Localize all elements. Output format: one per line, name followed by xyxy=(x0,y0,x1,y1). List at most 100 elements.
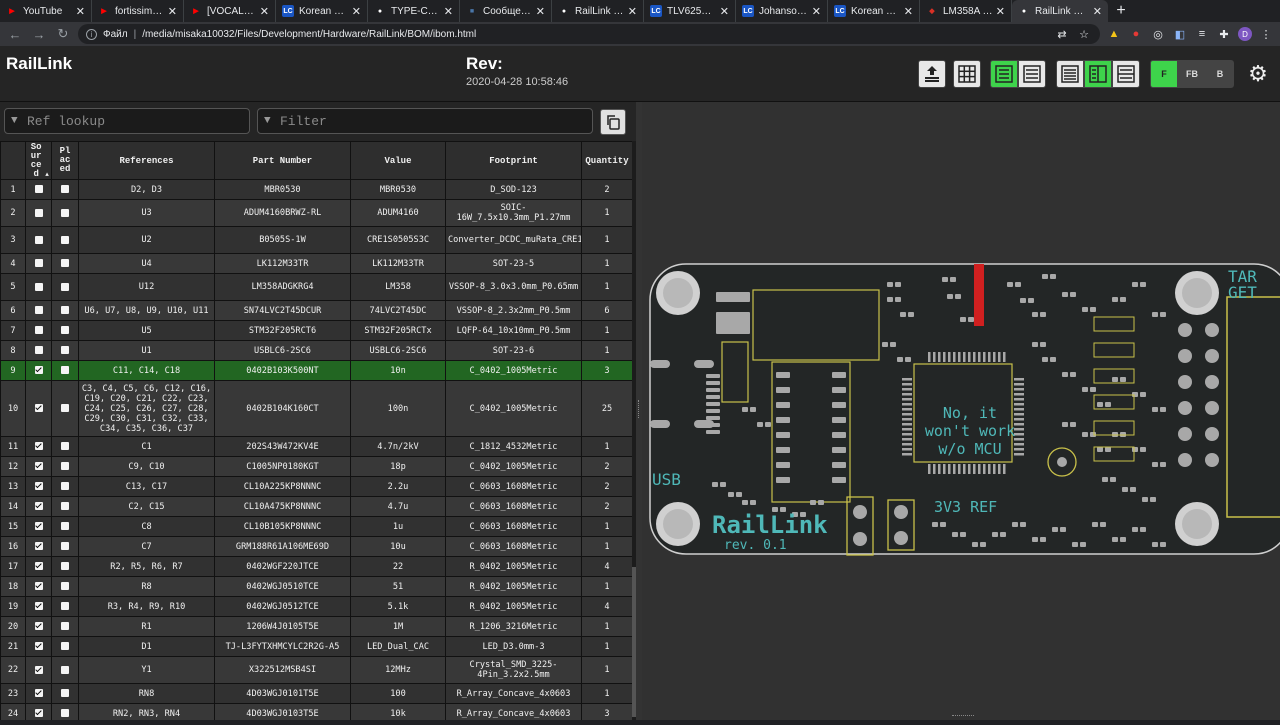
close-tab-icon[interactable]: ✕ xyxy=(443,5,453,18)
bom-top-button[interactable] xyxy=(1056,60,1084,88)
placed-checkbox[interactable] xyxy=(61,542,69,550)
sourced-checkbox[interactable] xyxy=(34,326,43,334)
close-tab-icon[interactable]: ✕ xyxy=(1092,5,1102,18)
sourced-checkbox[interactable] xyxy=(34,602,43,610)
sourced-checkbox[interactable] xyxy=(34,442,43,450)
bom-scrollbar-thumb[interactable] xyxy=(632,567,636,717)
sourced-checkbox[interactable] xyxy=(34,709,43,717)
browser-tab[interactable]: ●RailLink BOM✕ xyxy=(1012,0,1108,22)
panel-splitter[interactable] xyxy=(636,102,642,720)
browser-tab[interactable]: ▶[VOCALOID Ru✕ xyxy=(184,0,276,22)
reading-list-icon[interactable]: ≡ xyxy=(1198,28,1206,40)
close-tab-icon[interactable]: ✕ xyxy=(535,5,545,18)
sourced-checkbox[interactable] xyxy=(34,522,43,530)
extensions-puzzle-icon[interactable]: ✚ xyxy=(1219,28,1229,41)
sourced-checkbox[interactable] xyxy=(34,235,43,244)
sourced-checkbox[interactable] xyxy=(34,689,43,697)
dark-mode-button[interactable] xyxy=(918,60,946,88)
close-tab-icon[interactable]: ✕ xyxy=(75,5,85,18)
placed-checkbox[interactable] xyxy=(61,306,69,314)
avatar[interactable]: D xyxy=(1238,27,1252,41)
sourced-checkbox[interactable] xyxy=(34,665,43,674)
close-tab-icon[interactable]: ✕ xyxy=(903,5,913,18)
back-icon[interactable]: ← xyxy=(8,26,22,42)
extension-icon[interactable]: ● xyxy=(1132,28,1140,40)
placed-checkbox[interactable] xyxy=(61,185,69,193)
placed-checkbox[interactable] xyxy=(61,522,69,530)
sourced-checkbox[interactable] xyxy=(34,482,43,490)
sourced-checkbox[interactable] xyxy=(34,282,43,291)
column-header-footprint[interactable]: Footprint xyxy=(445,141,582,180)
sourced-checkbox[interactable] xyxy=(34,542,43,550)
sourced-checkbox[interactable] xyxy=(34,582,43,590)
placed-checkbox[interactable] xyxy=(61,665,69,674)
column-header-placed[interactable]: Placed xyxy=(51,141,79,180)
placed-checkbox[interactable] xyxy=(61,642,69,650)
browser-tab[interactable]: ◆LM358A data✕ xyxy=(920,0,1012,22)
copy-bom-button[interactable] xyxy=(600,109,626,135)
placed-checkbox[interactable] xyxy=(61,326,69,334)
sourced-checkbox[interactable] xyxy=(34,562,43,570)
bom-scrollbar[interactable] xyxy=(632,141,636,720)
placed-checkbox[interactable] xyxy=(61,235,69,244)
close-tab-icon[interactable]: ✕ xyxy=(351,5,361,18)
fb-stacked-button[interactable] xyxy=(1112,60,1140,88)
column-header-sourced[interactable]: Sourced▲ xyxy=(25,141,52,180)
front-layer-button[interactable]: F xyxy=(1150,60,1178,88)
grid-view-button[interactable] xyxy=(953,60,981,88)
sourced-checkbox[interactable] xyxy=(34,502,43,510)
translate-icon[interactable]: ⇄ xyxy=(1057,28,1067,41)
sourced-checkbox[interactable] xyxy=(34,622,43,630)
canvas-resize-grip-icon[interactable] xyxy=(952,715,974,717)
placed-checkbox[interactable] xyxy=(61,462,69,470)
placed-checkbox[interactable] xyxy=(61,602,69,610)
fb-split-button[interactable] xyxy=(1084,60,1112,88)
column-header-part-number[interactable]: Part Number xyxy=(214,141,351,180)
menu-kebab-icon[interactable]: ⋮ xyxy=(1260,28,1272,41)
close-tab-icon[interactable]: ✕ xyxy=(719,5,729,18)
close-tab-icon[interactable]: ✕ xyxy=(995,5,1005,18)
placed-checkbox[interactable] xyxy=(61,582,69,590)
placed-checkbox[interactable] xyxy=(61,622,69,630)
placed-checkbox[interactable] xyxy=(61,709,69,717)
placed-checkbox[interactable] xyxy=(61,346,69,354)
sourced-checkbox[interactable] xyxy=(34,259,43,267)
placed-checkbox[interactable] xyxy=(61,562,69,570)
browser-tab[interactable]: ▶fortissimo -the✕ xyxy=(92,0,184,22)
address-bar[interactable]: i Файл | /media/misaka10032/Files/Develo… xyxy=(78,24,1100,44)
extension-icon[interactable]: ◎ xyxy=(1153,28,1163,41)
new-tab-button[interactable]: + xyxy=(1116,2,1126,19)
close-tab-icon[interactable]: ✕ xyxy=(811,5,821,18)
bookmark-star-icon[interactable]: ☆ xyxy=(1079,28,1089,41)
both-layers-button[interactable]: FB xyxy=(1178,60,1206,88)
sourced-checkbox[interactable] xyxy=(34,462,43,470)
forward-icon[interactable]: → xyxy=(32,26,46,42)
close-tab-icon[interactable]: ✕ xyxy=(259,5,269,18)
bom-left-drawings-right-button[interactable] xyxy=(1018,60,1046,88)
column-header-references[interactable]: References xyxy=(78,141,215,180)
placed-checkbox[interactable] xyxy=(61,502,69,510)
extension-icon[interactable]: ▲ xyxy=(1108,28,1120,40)
sourced-checkbox[interactable] xyxy=(34,306,43,314)
extension-icon[interactable]: ◧ xyxy=(1174,28,1186,41)
placed-checkbox[interactable] xyxy=(61,208,69,217)
placed-checkbox[interactable] xyxy=(61,689,69,697)
browser-tab[interactable]: ●TYPE-C-31-M✕ xyxy=(368,0,460,22)
